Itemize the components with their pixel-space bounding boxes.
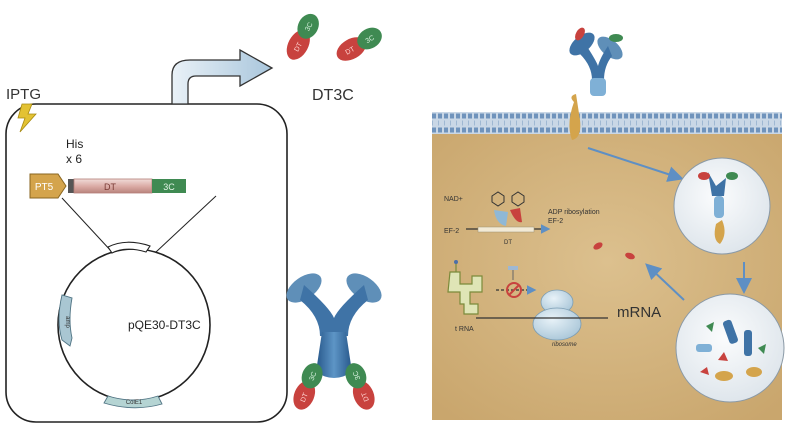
- dt3c-protein-top-2: DT 3C: [332, 23, 385, 65]
- cell-membrane: [432, 112, 782, 134]
- nad-label: NAD+: [444, 196, 463, 203]
- plasmid-gene1-label: amp: [64, 316, 70, 328]
- plasmid-label: pQE30-DT3C: [128, 318, 201, 332]
- lysosome-vesicle: [676, 294, 784, 402]
- ribosome-label: ribosome: [552, 342, 577, 348]
- iptg-label: IPTG: [6, 86, 41, 103]
- antibody-dt3c-complex: DT 3C DT 3C: [281, 268, 386, 413]
- endosome-vesicle: [674, 158, 770, 254]
- dt-small-label: DT: [504, 240, 512, 246]
- adp-ribosylation-label: ADP ribosylation EF-2: [548, 208, 600, 226]
- ef2-label: EF-2: [444, 228, 459, 235]
- dt3c-label: DT3C: [312, 87, 354, 105]
- adp-label-line1: ADP ribosylation: [548, 208, 600, 217]
- secretion-arrow: [172, 50, 272, 104]
- promoter-label: PT5: [35, 182, 54, 193]
- his-tag-label: His x 6: [66, 137, 83, 167]
- tag-segment-label: 3C: [163, 182, 175, 192]
- mrna-label: mRNA: [617, 304, 661, 321]
- his-label-line1: His: [66, 137, 83, 152]
- adp-label-line2: EF-2: [548, 217, 600, 226]
- expression-cell: [6, 104, 287, 422]
- his-label-line2: x 6: [66, 152, 83, 167]
- dt-segment-label: DT: [104, 182, 116, 192]
- plasmid-gene2-label: ColE1: [126, 400, 143, 406]
- dt3c-protein-top-1: DT 3C: [282, 10, 323, 64]
- trna-label: t RNA: [455, 326, 474, 333]
